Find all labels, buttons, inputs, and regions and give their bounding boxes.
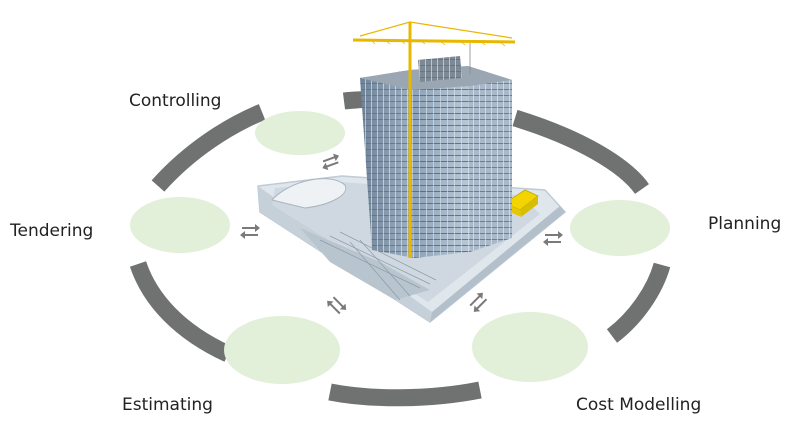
swap-arrows-icon-tendering [240,224,260,239]
ring-segment-left [129,261,232,362]
label-planning: Planning [708,214,782,234]
tower [360,56,512,258]
crane-icon [352,21,516,258]
swap-arrows-icon-cost-modelling [469,292,488,312]
phase-nodes [130,111,670,384]
swap-arrows-icon-estimating [327,296,347,315]
node-planning [570,200,670,256]
node-controlling [255,111,345,155]
ring-segment-right [606,262,671,343]
ring-segment-top-right [512,109,649,195]
label-estimating: Estimating [122,395,213,415]
label-controlling: Controlling [129,91,222,111]
label-tendering: Tendering [10,221,94,241]
swap-arrows-icon-planning [543,231,563,246]
bidirectional-arrows [240,153,563,315]
label-cost-modelling: Cost Modelling [576,395,702,415]
node-cost-modelling [472,312,588,382]
swap-arrows-icon-controlling [322,153,340,171]
ring-segment-bottom [328,381,482,407]
cycle-ring [129,90,671,407]
node-estimating [224,316,340,384]
node-tendering [130,197,230,253]
ring-segment-top-left [151,104,266,192]
